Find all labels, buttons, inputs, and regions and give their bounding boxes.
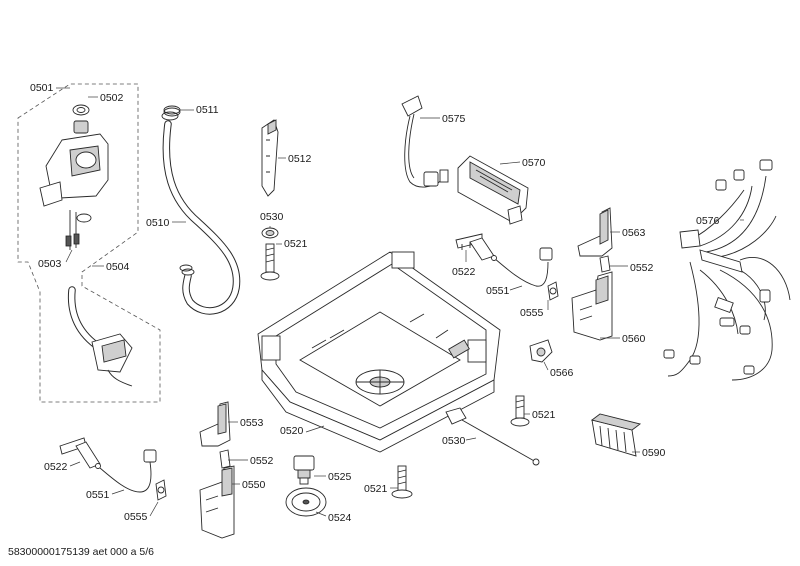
label-0551-lower: 0551 (86, 489, 110, 501)
label-0530-upper: 0530 (260, 211, 284, 223)
sensor-0555-upper (547, 281, 559, 301)
label-0503: 0503 (38, 258, 62, 270)
label-0553: 0553 (240, 417, 264, 429)
connector-0525 (293, 455, 315, 485)
label-0521-lower: 0521 (364, 483, 388, 495)
disc-0524 (285, 487, 327, 517)
bracket-0563 (577, 207, 613, 257)
bracket-0512 (261, 119, 279, 197)
leader-lines (56, 87, 744, 517)
label-0522-lower: 0522 (44, 461, 68, 473)
cable-lead-0522-lower (59, 437, 101, 469)
label-0550: 0550 (242, 479, 266, 491)
label-0521-upper: 0521 (284, 238, 308, 250)
label-0530-lower: 0530 (442, 435, 466, 447)
label-0501: 0501 (30, 82, 54, 94)
label-0590: 0590 (642, 447, 666, 459)
power-cord-0575 (401, 95, 449, 188)
label-0521-right: 0521 (532, 409, 556, 421)
label-0502: 0502 (100, 92, 124, 104)
label-0555-lower: 0555 (124, 511, 148, 523)
label-0576: 0576 (696, 215, 720, 227)
document-footer-code: 58300000175139 aet 000 a 5/6 (8, 546, 154, 558)
hose-clamp-lower (179, 264, 193, 272)
label-0566: 0566 (550, 367, 574, 379)
base-tub-0520 (257, 251, 501, 453)
label-0563: 0563 (622, 227, 646, 239)
label-0560: 0560 (622, 333, 646, 345)
cable-lead-0551-lower (99, 449, 157, 493)
label-0552-lower: 0552 (250, 455, 274, 467)
label-0510: 0510 (146, 217, 170, 229)
assembly-0501-outline (17, 83, 161, 403)
sensor-0566 (529, 339, 553, 363)
nut-0530-upper (261, 227, 279, 239)
cable-lead-0522-upper (455, 233, 495, 261)
label-0504: 0504 (106, 261, 130, 273)
label-0520: 0520 (280, 425, 304, 437)
label-0511: 0511 (196, 104, 219, 116)
label-0512: 0512 (288, 153, 312, 165)
drain-hose-0510 (161, 111, 241, 315)
label-0570: 0570 (522, 157, 546, 169)
clip-0552-lower (219, 449, 231, 469)
bracket-0553 (199, 401, 231, 447)
adjusting-foot-0521-right (510, 395, 530, 427)
cable-0530-lower (445, 407, 540, 466)
label-0552-upper: 0552 (630, 262, 654, 274)
adjusting-foot-0521-lower (391, 465, 413, 499)
sensor-0555-lower (155, 479, 167, 501)
bracket-0560 (571, 271, 613, 341)
clip-0552-upper (599, 255, 611, 273)
part-labels: 0501 0502 0503 0504 0510 0511 0512 0530 … (30, 82, 720, 524)
label-0524: 0524 (328, 512, 352, 524)
label-0522-upper: 0522 (452, 266, 476, 278)
assembly-hose-and-fitting (67, 286, 133, 387)
bracket-0550 (199, 465, 235, 539)
adjusting-foot-0521-upper (260, 243, 280, 281)
panel-0590 (590, 413, 642, 457)
cable-lead-0551-upper (491, 247, 553, 287)
inlet-valve-assembly (39, 104, 109, 250)
wiring-harness-0576 (663, 159, 791, 381)
label-0555-upper: 0555 (520, 307, 544, 319)
label-0575: 0575 (442, 113, 466, 125)
control-module-0570 (457, 155, 529, 225)
label-0551-upper: 0551 (486, 285, 510, 297)
label-0525: 0525 (328, 471, 352, 483)
